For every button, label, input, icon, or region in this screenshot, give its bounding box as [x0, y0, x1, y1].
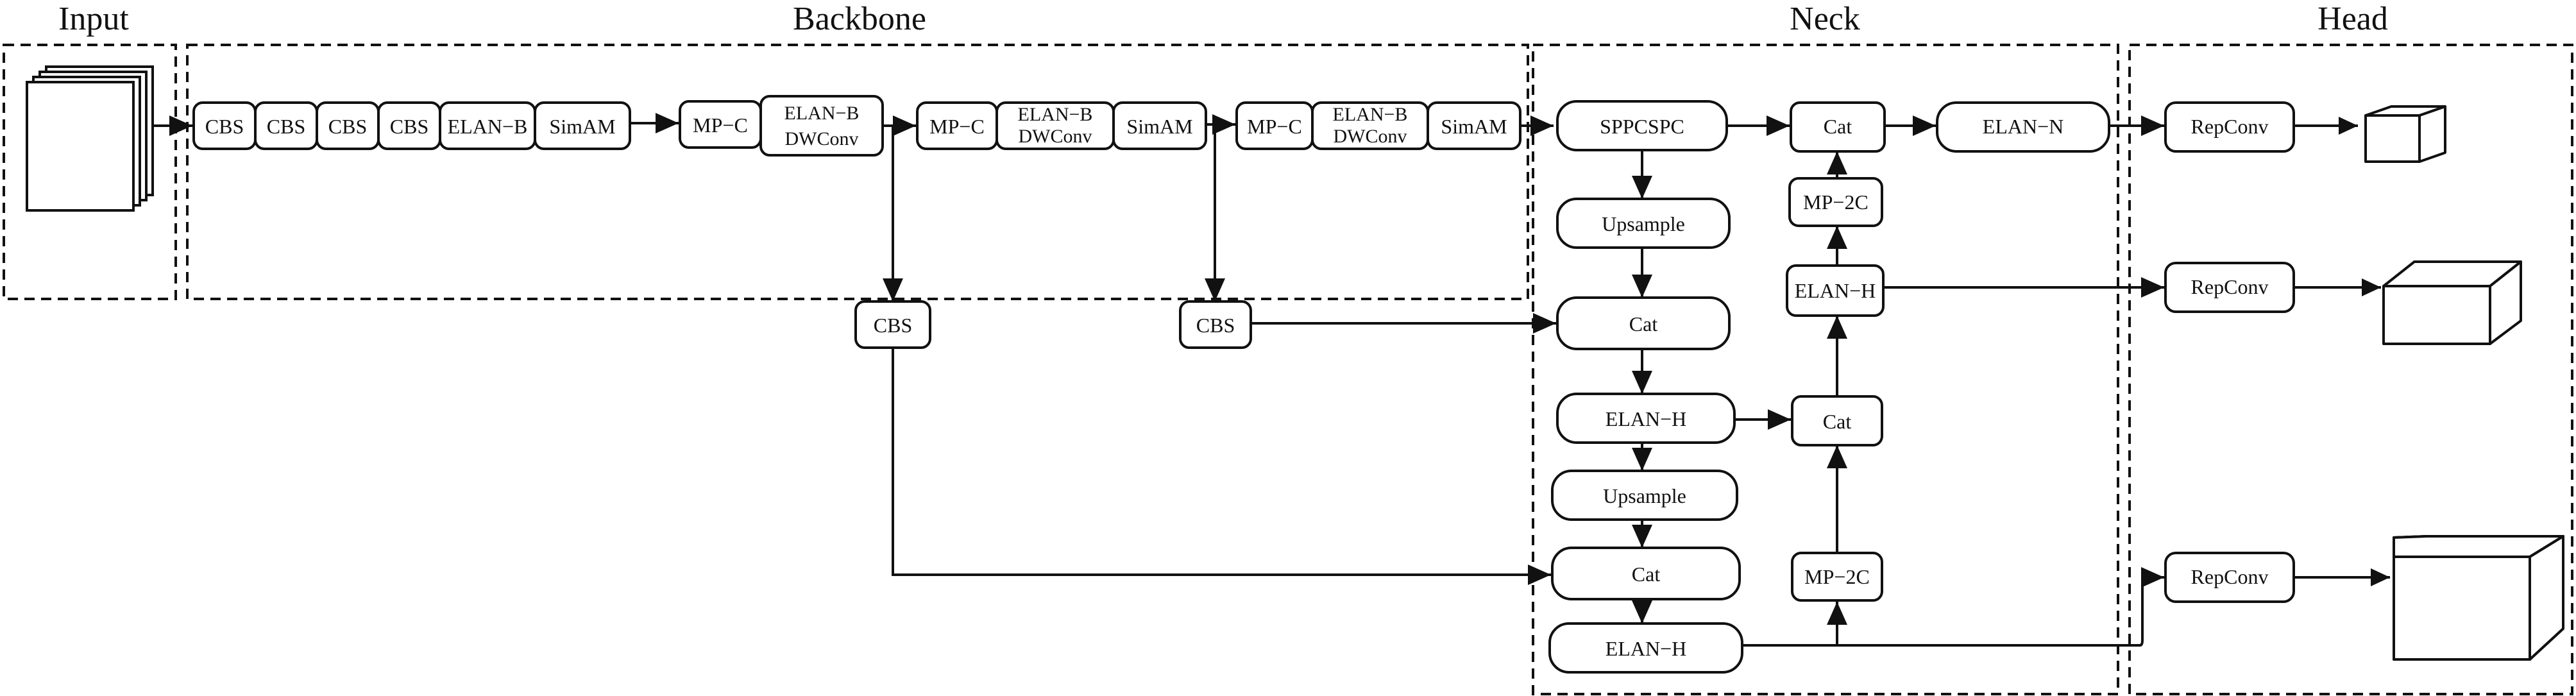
- backbone-cbs-4-label: CBS: [390, 115, 428, 138]
- backbone-cbs-branch-2-label: CBS: [1196, 314, 1235, 337]
- output-large-cube-icon: [2393, 535, 2564, 661]
- backbone-elan-b-dwconv-3-line1: ELAN−B: [1333, 104, 1408, 125]
- output-medium-cube-icon: [2382, 260, 2522, 345]
- head-repconv-3: RepConv: [2164, 552, 2295, 603]
- neck-cat-2: Cat: [1551, 547, 1741, 600]
- backbone-simam-1-label: SimAM: [549, 115, 615, 138]
- backbone-simam-3-label: SimAM: [1441, 115, 1507, 138]
- neck-cat-4-label: Cat: [1824, 115, 1852, 138]
- head-repconv-2: RepConv: [2164, 262, 2295, 313]
- input-region-frame: [3, 44, 177, 300]
- head-region-frame: [2128, 44, 2573, 695]
- backbone-mpc-2: MP−C: [916, 101, 998, 150]
- neck-elan-h-3: ELAN−H: [1786, 264, 1885, 317]
- output-small-cube-icon: [2364, 105, 2446, 163]
- neck-cat-1-label: Cat: [1629, 312, 1658, 335]
- backbone-cbs-1: CBS: [192, 101, 257, 150]
- input-region-title: Input: [58, 1, 129, 37]
- backbone-cbs-3: CBS: [316, 101, 380, 150]
- backbone-simam-3: SimAM: [1427, 101, 1521, 150]
- neck-elan-n-label: ELAN−N: [1983, 115, 2063, 138]
- backbone-elan-b-dwconv-2: ELAN−B DWConv: [996, 101, 1115, 150]
- neck-mp2c-2-label: MP−2C: [1803, 191, 1868, 214]
- backbone-elan-b-dwconv-1-line1: ELAN−B: [784, 103, 860, 124]
- neck-elan-h-2: ELAN−H: [1548, 622, 1743, 674]
- backbone-simam-1: SimAM: [534, 101, 631, 150]
- input-image-stack-icon: [26, 65, 154, 212]
- neck-cat-3-label: Cat: [1823, 410, 1852, 433]
- neck-elan-n: ELAN−N: [1936, 101, 2110, 153]
- backbone-elan-b-dwconv-1-line2: DWConv: [785, 128, 859, 149]
- neck-elan-h-1: ELAN−H: [1556, 393, 1736, 444]
- backbone-mpc-3-label: MP−C: [1247, 115, 1302, 138]
- neck-upsample-2-label: Upsample: [1603, 484, 1686, 507]
- backbone-cbs-2-label: CBS: [267, 115, 305, 138]
- neck-upsample-1: Upsample: [1556, 198, 1731, 249]
- neck-mp2c-1-label: MP−2C: [1804, 565, 1870, 588]
- neck-mp2c-2: MP−2C: [1788, 177, 1883, 227]
- backbone-cbs-branch-1-label: CBS: [874, 314, 912, 337]
- neck-cat-4: Cat: [1790, 101, 1886, 153]
- backbone-cbs-branch-2: CBS: [1179, 300, 1252, 349]
- head-repconv-1-label: RepConv: [2191, 115, 2269, 138]
- neck-region-frame: [1532, 44, 2119, 695]
- head-repconv-2-label: RepConv: [2191, 275, 2269, 298]
- neck-sppcspc-label: SPPCSPC: [1600, 115, 1684, 138]
- backbone-mpc-1: MP−C: [679, 100, 762, 149]
- neck-upsample-1-label: Upsample: [1602, 212, 1685, 235]
- backbone-mpc-1-label: MP−C: [693, 114, 748, 137]
- neck-elan-h-2-label: ELAN−H: [1606, 637, 1686, 660]
- backbone-mpc-3: MP−C: [1235, 101, 1314, 150]
- neck-region-title: Neck: [1790, 1, 1860, 37]
- backbone-simam-2-label: SimAM: [1126, 115, 1192, 138]
- neck-elan-h-3-label: ELAN−H: [1795, 279, 1876, 302]
- backbone-mpc-2-label: MP−C: [929, 115, 985, 138]
- backbone-cbs-2: CBS: [254, 101, 318, 150]
- neck-cat-3: Cat: [1791, 395, 1883, 446]
- backbone-elan-b-1-label: ELAN−B: [448, 115, 528, 138]
- backbone-elan-b-dwconv-3: ELAN−B DWConv: [1311, 101, 1429, 150]
- backbone-elan-b-dwconv-3-line2: DWConv: [1334, 126, 1407, 147]
- neck-cat-1: Cat: [1556, 296, 1731, 350]
- backbone-region-title: Backbone: [793, 1, 926, 37]
- backbone-simam-2: SimAM: [1112, 101, 1207, 150]
- backbone-cbs-1-label: CBS: [205, 115, 244, 138]
- cbs-branch-1-to-cat-2-arrow: [892, 348, 1551, 585]
- neck-upsample-2: Upsample: [1551, 470, 1738, 521]
- neck-mp2c-1: MP−2C: [1791, 552, 1883, 602]
- neck-elan-h-1-label: ELAN−H: [1606, 407, 1686, 430]
- backbone-elan-b-dwconv-2-line2: DWConv: [1019, 126, 1092, 147]
- neck-cat-2-label: Cat: [1632, 563, 1661, 586]
- backbone-cbs-branch-1: CBS: [854, 300, 931, 349]
- backbone-cbs-4: CBS: [377, 101, 441, 150]
- backbone-elan-b-dwconv-2-line1: ELAN−B: [1018, 104, 1093, 125]
- backbone-elan-b-dwconv-1: ELAN−B DWConv: [759, 95, 884, 157]
- backbone-elan-b-1: ELAN−B: [439, 101, 536, 150]
- backbone-cbs-3-label: CBS: [328, 115, 367, 138]
- head-region-title: Head: [2318, 1, 2388, 37]
- backbone-region-frame: [186, 44, 1529, 300]
- elan-h-2-to-repconv-3-arrow: [1742, 567, 2164, 647]
- head-repconv-3-label: RepConv: [2191, 565, 2269, 588]
- neck-sppcspc: SPPCSPC: [1556, 100, 1728, 151]
- head-repconv-1: RepConv: [2164, 101, 2295, 153]
